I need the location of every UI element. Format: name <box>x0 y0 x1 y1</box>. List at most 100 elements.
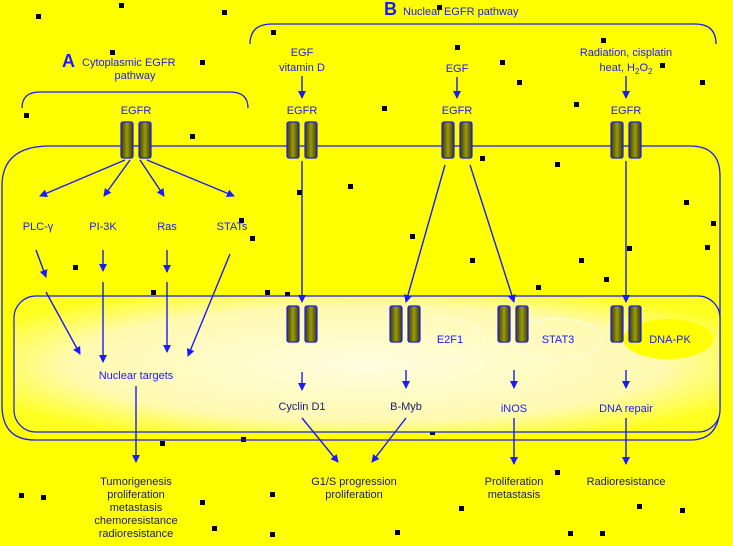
speckle <box>297 190 302 195</box>
inos-label: iNOS <box>501 403 527 415</box>
arrow-bmyb-to-g1s <box>371 417 407 463</box>
egfr-label-col2: EGFR <box>287 105 318 117</box>
nucleus <box>13 295 721 433</box>
ras-label: Ras <box>157 221 177 233</box>
speckle <box>41 495 46 500</box>
speckle <box>222 10 227 15</box>
section-a-letter: A <box>62 51 75 71</box>
speckle <box>680 508 685 513</box>
section-b-title: Nuclear EGFR pathway <box>403 6 519 18</box>
outcome-a-line1: Tumorigenesis <box>100 476 172 488</box>
e2f1-label: E2F1 <box>437 334 463 346</box>
speckle <box>604 277 609 282</box>
arrow-stats-to-targets <box>186 253 231 357</box>
bmyb-label: B-Myb <box>390 401 422 413</box>
arrow-col3-to-stat3-receptor <box>469 164 516 303</box>
speckle <box>500 60 505 65</box>
speckle <box>73 265 78 270</box>
speckle <box>285 292 290 297</box>
receptor-membrane-a <box>120 121 152 159</box>
speckle <box>700 80 705 85</box>
dnapk-label: DNA-PK <box>649 334 691 346</box>
section-a-title-line2: pathway <box>115 70 156 82</box>
bracket-a <box>21 91 249 109</box>
speckle <box>270 492 275 497</box>
stimulus-col3: EGF <box>446 63 469 75</box>
speckle <box>660 63 665 68</box>
outcome-prolif-line2: metastasis <box>488 489 541 501</box>
speckle <box>579 258 584 263</box>
outcome-a-line4: chemoresistance <box>94 515 177 527</box>
background-speckles <box>19 3 716 537</box>
outcome-radioresistance: Radioresistance <box>587 476 666 488</box>
speckle <box>265 290 270 295</box>
cell-membrane <box>1 145 721 441</box>
speckle <box>705 245 710 250</box>
outcome-a-line3: metastasis <box>110 502 163 514</box>
speckle <box>110 50 115 55</box>
section-a-title-line1: Cytoplasmic EGFR <box>82 57 176 69</box>
speckle <box>160 441 165 446</box>
receptor-nuclear-bmyb <box>389 305 421 343</box>
outcome-a-line2: proliferation <box>107 489 164 501</box>
speckle <box>24 113 29 118</box>
speckle <box>517 80 522 85</box>
arrow-egfr-to-stats <box>146 159 235 198</box>
arrow-egfr-to-plc <box>39 159 126 197</box>
outcome-prolif-line1: Proliferation <box>485 476 544 488</box>
receptor-nuclear-stat3 <box>497 305 529 343</box>
speckle <box>555 162 560 167</box>
speckle <box>270 532 275 537</box>
receptor-membrane-col4 <box>610 121 642 159</box>
speckle <box>601 38 606 43</box>
speckle <box>536 285 541 290</box>
speckle <box>395 530 400 535</box>
speckle <box>200 60 205 65</box>
stimulus-col4-line1: Radiation, cisplatin <box>580 47 672 59</box>
nuclear-targets-label: Nuclear targets <box>99 370 174 382</box>
egfr-label-col4: EGFR <box>611 105 642 117</box>
speckle <box>684 200 689 205</box>
speckle <box>200 500 205 505</box>
arrow-plc-down <box>35 249 48 278</box>
outcome-g1s-line1: G1/S progression <box>311 476 397 488</box>
stimulus-col4-line2: heat, H2O2 <box>600 62 653 76</box>
arrow-col3-to-bmyb-receptor <box>404 164 446 303</box>
speckle <box>574 102 579 107</box>
outcome-a-line5: radioresistance <box>99 528 174 540</box>
arrow-egfr-to-ras <box>139 159 165 197</box>
arrow-plc-to-targets <box>45 291 81 355</box>
speckle <box>410 234 415 239</box>
speckle <box>568 531 573 536</box>
speckle <box>459 506 464 511</box>
speckle <box>119 3 124 8</box>
speckle <box>555 470 560 475</box>
speckle <box>151 290 156 295</box>
pi3k-label: PI-3K <box>89 221 117 233</box>
speckle <box>711 221 716 226</box>
outcome-g1s-line2: proliferation <box>325 489 382 501</box>
stimulus-col2-line2: vitamin D <box>279 62 325 74</box>
speckle <box>36 14 41 19</box>
speckle <box>239 218 244 223</box>
stats-label: STATs <box>217 221 248 233</box>
dna-repair-label: DNA repair <box>599 403 653 415</box>
plc-gamma-label: PLC-γ <box>23 221 54 233</box>
speckle <box>382 106 387 111</box>
receptor-nuclear-dnapk <box>610 305 642 343</box>
bracket-b <box>249 23 717 45</box>
speckle <box>627 246 632 251</box>
dnapk-ellipse <box>623 319 713 359</box>
e2f1-ellipse <box>402 318 484 360</box>
receptor-nuclear-col2 <box>286 305 318 343</box>
cyclin-d1-label: Cyclin D1 <box>278 401 325 413</box>
speckle <box>250 236 255 241</box>
stimulus-col2-line1: EGF <box>291 47 314 59</box>
egfr-label-col3: EGFR <box>442 105 473 117</box>
arrow-cyclin-to-g1s <box>301 417 339 463</box>
arrow-egfr-to-pi3k <box>103 159 131 197</box>
speckle <box>271 30 276 35</box>
speckle <box>637 504 642 509</box>
speckle <box>480 156 485 161</box>
